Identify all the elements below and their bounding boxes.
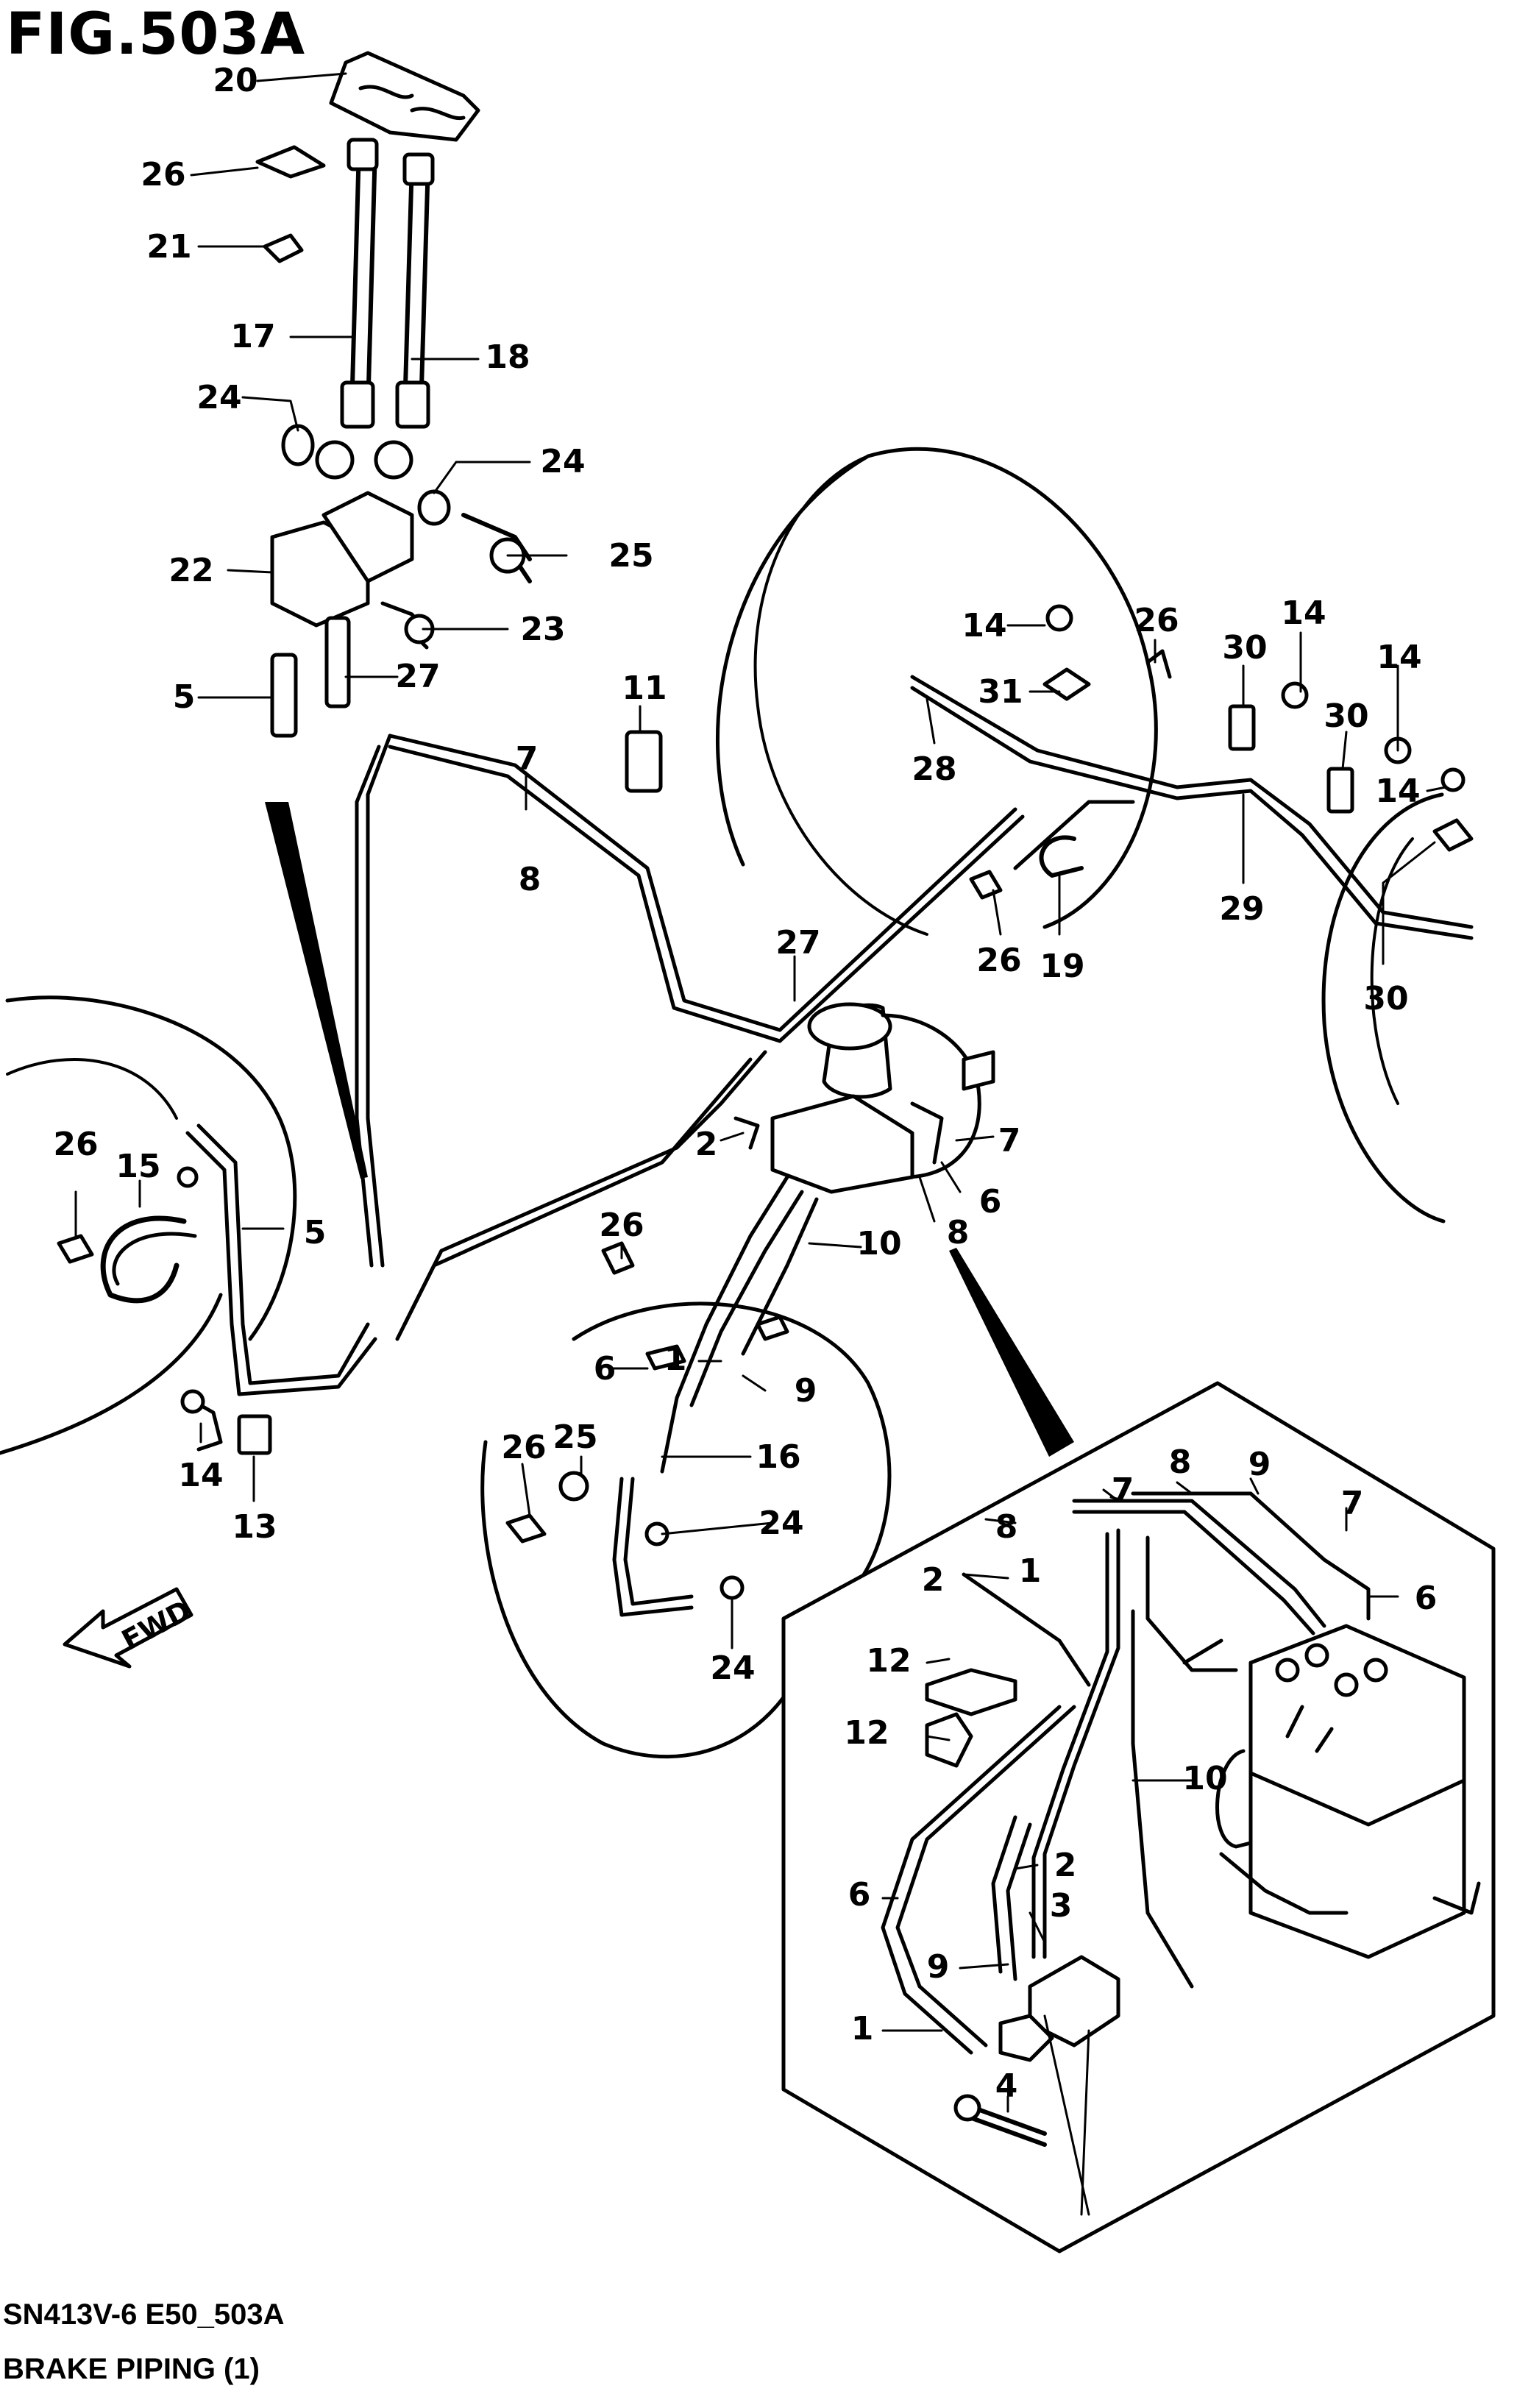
callout-3: 3 [1050, 1887, 1073, 1925]
callout-14c: 14 [1376, 639, 1421, 676]
callout-14a: 14 [962, 607, 1006, 644]
callout-11: 11 [622, 670, 667, 707]
callout-26f: 26 [501, 1429, 546, 1466]
callout-5b: 5 [304, 1214, 327, 1251]
brake-pipes [100, 675, 1474, 1617]
callout-10b: 10 [1182, 1760, 1227, 1797]
callout-30b: 30 [1324, 697, 1368, 735]
callout-26a: 26 [141, 156, 185, 193]
callout-6b: 6 [594, 1350, 617, 1388]
callout-20: 20 [213, 62, 257, 99]
callout-30a: 30 [1222, 629, 1267, 667]
callout-24b: 24 [540, 443, 585, 480]
callout-16: 16 [756, 1438, 800, 1476]
callout-22: 22 [168, 552, 213, 589]
callout-17: 17 [230, 318, 275, 355]
callout-24d: 24 [710, 1649, 755, 1687]
callout-29: 29 [1219, 890, 1264, 928]
callout-8b: 8 [947, 1214, 970, 1251]
proportioning-valve [925, 1668, 1120, 2216]
callout-28: 28 [912, 750, 956, 788]
callout-10a: 10 [856, 1225, 901, 1262]
callout-18: 18 [485, 338, 530, 376]
callout-27a: 27 [395, 658, 440, 695]
callout-4: 4 [995, 2067, 1018, 2105]
master-cylinder [770, 1002, 995, 1194]
callout-6c: 6 [1415, 1580, 1438, 1617]
callout-7c: 7 [1341, 1485, 1364, 1522]
leader-lines [74, 72, 1447, 2113]
callout-14e: 14 [178, 1457, 223, 1494]
callout-1b: 1 [1019, 1552, 1042, 1590]
callout-30c: 30 [1363, 980, 1408, 1017]
callout-21: 21 [146, 228, 191, 266]
callout-25a: 25 [608, 537, 653, 575]
callout-2b: 2 [922, 1561, 945, 1599]
callout-8d: 8 [995, 1508, 1018, 1546]
callout-12b: 12 [844, 1714, 889, 1752]
callout-14d: 14 [1375, 773, 1420, 810]
callout-9b: 9 [1248, 1446, 1271, 1483]
callout-5a: 5 [173, 678, 196, 716]
callout-26c: 26 [976, 942, 1021, 979]
wheel-outlines [0, 447, 1446, 1759]
callout-1c: 1 [851, 2010, 874, 2047]
callout-26b: 26 [1134, 602, 1179, 639]
callout-13: 13 [232, 1508, 277, 1546]
small-parts [57, 604, 1474, 1600]
leader-wedges [265, 802, 1074, 1457]
hose-assembly [255, 51, 532, 738]
callout-7a: 7 [516, 740, 539, 778]
callout-27b: 27 [775, 924, 820, 962]
callout-2c: 2 [1054, 1847, 1077, 1884]
callout-25b: 25 [553, 1418, 597, 1456]
inset-pipes [881, 1491, 1371, 2055]
callout-26d: 26 [599, 1207, 644, 1244]
fwd-arrow [63, 1587, 193, 1669]
figure-caption: BRAKE PIPING (1) [3, 2353, 260, 2385]
figure-title: FIG.503A [6, 1, 306, 68]
callout-12a: 12 [866, 1642, 911, 1680]
callout-23: 23 [520, 611, 565, 648]
drawing-code: SN413V-6 E50_503A [3, 2298, 285, 2331]
callout-24a: 24 [196, 379, 241, 416]
callout-9a: 9 [795, 1372, 817, 1410]
callout-19: 19 [1040, 948, 1084, 985]
callout-7b: 7 [998, 1122, 1021, 1159]
callout-6a: 6 [979, 1183, 1002, 1221]
callout-31: 31 [978, 673, 1023, 711]
callout-2a: 2 [695, 1126, 718, 1163]
callout-7d: 7 [1112, 1471, 1134, 1509]
callout-24c: 24 [758, 1505, 803, 1542]
callout-8c: 8 [1169, 1443, 1192, 1481]
callout-26e: 26 [53, 1126, 98, 1163]
callout-8a: 8 [519, 861, 541, 898]
callout-15: 15 [116, 1148, 160, 1185]
callout-9c: 9 [927, 1948, 950, 1986]
callout-1a: 1 [664, 1340, 687, 1378]
callout-6d: 6 [848, 1876, 871, 1914]
callout-14b: 14 [1281, 594, 1326, 632]
